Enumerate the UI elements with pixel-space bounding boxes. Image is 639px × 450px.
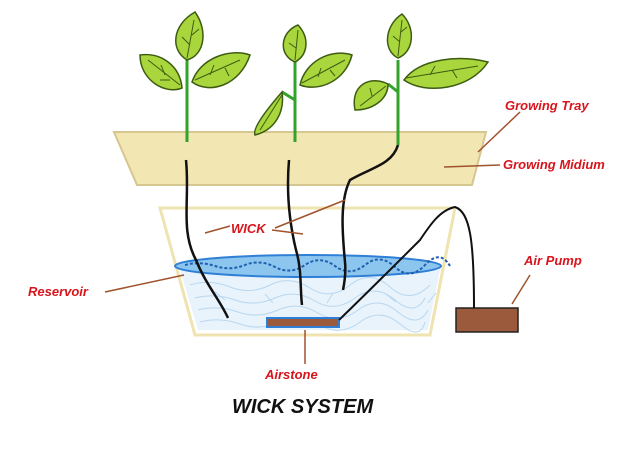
water-surface <box>174 254 442 278</box>
leader-reservoir <box>104 274 185 293</box>
leaf <box>282 24 307 63</box>
wick-2 <box>286 159 304 306</box>
leaf <box>253 90 284 136</box>
leaf <box>353 80 389 111</box>
wick-3 <box>341 144 400 291</box>
air-pump-label: Air Pump <box>523 253 582 268</box>
air-tube <box>338 205 475 321</box>
leader-wick-c <box>271 229 304 235</box>
growing-tray <box>112 131 488 186</box>
plant-2-branch <box>281 90 296 102</box>
leader-growing-tray <box>477 111 521 153</box>
leader-wick-a <box>204 225 231 234</box>
water-texture <box>189 277 437 333</box>
leader-wick-b <box>274 199 346 229</box>
plants <box>139 11 490 145</box>
reservoir <box>158 206 457 337</box>
leader-air-pump <box>511 274 531 305</box>
leaf <box>175 11 204 61</box>
leader-lines <box>104 111 531 364</box>
leaf <box>402 57 490 90</box>
wick-label: WICK <box>231 221 267 236</box>
airstone <box>266 317 340 328</box>
wick-1 <box>184 159 230 319</box>
leaf <box>191 52 251 89</box>
leaf <box>139 53 183 91</box>
leader-growing-medium <box>443 164 501 168</box>
growing-tray-label: Growing Tray <box>505 98 589 113</box>
diagram-title: WICK SYSTEM <box>232 396 374 418</box>
wicks <box>184 144 400 319</box>
water-surface-texture <box>184 256 451 275</box>
leaf <box>386 13 412 59</box>
air-pump <box>455 307 519 333</box>
airstone-label: Airstone <box>264 367 318 382</box>
reservoir-label: Reservoir <box>28 284 89 299</box>
plant-3-branch <box>387 82 399 94</box>
growing-medium-label: Growing Midium <box>503 157 605 172</box>
